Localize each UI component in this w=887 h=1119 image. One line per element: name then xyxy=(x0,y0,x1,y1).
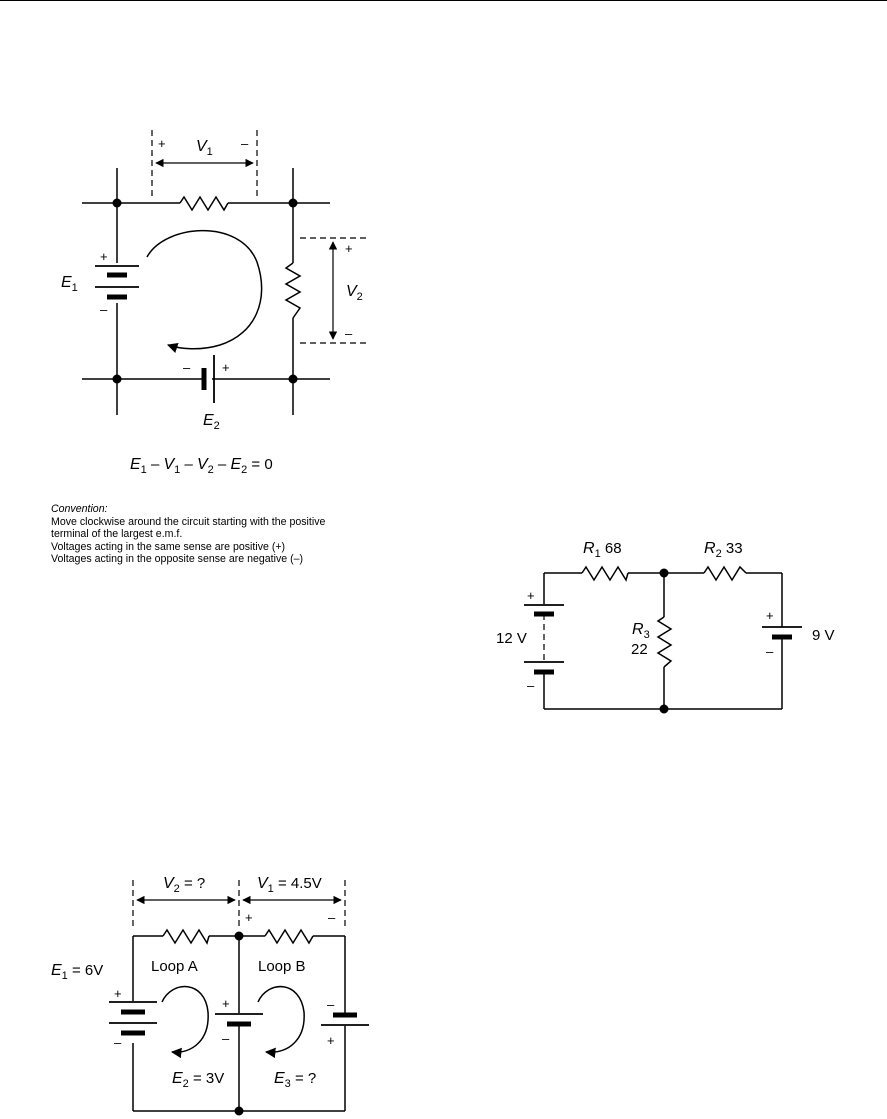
fig3-e2-label: E2 = 3V xyxy=(172,1070,224,1090)
fig2-battery-12v xyxy=(524,604,564,675)
fig3-v-dimensions xyxy=(132,880,346,930)
fig1-v1-label: V1 xyxy=(196,138,213,158)
fig2-junction-bottom xyxy=(659,704,669,714)
fig3-e3-plus: + xyxy=(327,1033,335,1048)
fig2-wires xyxy=(543,572,783,710)
fig3-loop-b-arrow xyxy=(257,986,305,1059)
fig2-battery-9v xyxy=(762,626,802,640)
fig3-resistor-left xyxy=(162,928,210,945)
fig1-junctions xyxy=(112,198,298,384)
fig3-two-loop-circuit: V2 = ? V1 = 4.5V + – E1 = 6V Loop A Loop… xyxy=(51,875,369,1116)
fig1-v2-minus: – xyxy=(345,326,353,341)
fig1-resistor-top xyxy=(179,195,229,212)
fig2-circuit: R1 68 R2 33 R3 22 + – 12 V + – 9 V xyxy=(496,540,835,714)
fig1-e1-label: E1 xyxy=(61,274,78,294)
fig3-e1-plus: + xyxy=(114,986,122,1001)
fig3-v2-label: V2 = ? xyxy=(163,875,205,895)
fig1-e1-plus: + xyxy=(100,249,108,264)
convention-note: Convention: Move clockwise around the ci… xyxy=(51,503,391,566)
fig2-12v-plus: + xyxy=(527,588,535,603)
fig1-v2-plus: + xyxy=(345,241,353,256)
fig3-e1-label: E1 = 6V xyxy=(51,962,103,982)
fig2-resistor-r2 xyxy=(703,565,747,582)
fig3-loop-b-label: Loop B xyxy=(258,958,306,975)
fig3-battery-e1 xyxy=(109,1001,157,1036)
convention-title: Convention: xyxy=(51,503,108,515)
fig1-v2-label: V2 xyxy=(346,283,363,303)
fig1-loop-arrow xyxy=(146,230,263,353)
fig1-resistor-right xyxy=(284,262,302,319)
fig3-loop-a-arrow xyxy=(161,986,209,1059)
fig1-v1-minus: – xyxy=(241,136,249,151)
fig3-e3-label: E3 = ? xyxy=(274,1070,316,1090)
fig3-e3-minus: – xyxy=(327,997,335,1012)
fig1-wires xyxy=(82,168,330,415)
fig3-battery-e3 xyxy=(321,1012,369,1026)
convention-line: Voltages acting in the opposite sense ar… xyxy=(51,553,304,566)
fig2-9v-label: 9 V xyxy=(812,627,835,644)
fig3-battery-e2 xyxy=(215,1013,263,1027)
fig2-resistor-r3 xyxy=(656,616,673,668)
convention-line: Voltages acting in the same sense are po… xyxy=(51,540,286,553)
fig2-junction-top xyxy=(659,568,669,578)
fig2-12v-minus: – xyxy=(527,678,535,693)
fig1-e2-label: E2 xyxy=(203,412,220,432)
fig3-junction-bottom xyxy=(234,1106,244,1116)
fig1-v2-dimension xyxy=(300,237,366,344)
fig3-v1-minus: – xyxy=(328,910,336,925)
fig1-battery-e2 xyxy=(201,355,215,403)
fig1-e2-plus: + xyxy=(222,360,230,375)
fig2-12v-label: 12 V xyxy=(496,630,527,647)
fig1-equation: E1 – V1 – V2 – E2 = 0 xyxy=(130,456,273,476)
fig2-r2-label: R2 33 xyxy=(704,540,743,560)
fig3-v1-label: V1 = 4.5V xyxy=(257,875,322,895)
fig3-resistor-right xyxy=(264,928,314,945)
convention-line: terminal of the largest e.m.f. xyxy=(51,528,183,541)
fig1-e1-minus: – xyxy=(100,302,108,317)
fig3-v1-plus: + xyxy=(245,910,253,925)
fig1-kvl-diagram: + – V1 + – V2 + – E1 – + E2 E1 – V1 – V2… xyxy=(61,130,366,476)
fig3-e2-plus: + xyxy=(222,996,230,1011)
fig3-junction-top xyxy=(234,931,244,941)
fig3-e2-minus: – xyxy=(222,1031,230,1046)
fig1-v1-dimension xyxy=(151,130,258,196)
fig3-loop-a-label: Loop A xyxy=(151,958,198,975)
fig2-resistor-r1 xyxy=(581,565,629,582)
fig2-9v-minus: – xyxy=(766,644,774,659)
fig2-r1-label: R1 68 xyxy=(583,540,622,560)
convention-line: Move clockwise around the circuit starti… xyxy=(51,515,326,528)
fig1-battery-e1 xyxy=(95,265,139,300)
fig2-r3-label: R3 xyxy=(632,621,650,641)
fig3-e1-minus: – xyxy=(114,1035,122,1050)
fig1-v1-plus: + xyxy=(158,136,166,151)
fig2-r3-value: 22 xyxy=(631,641,648,658)
top-rule xyxy=(0,0,887,1)
fig2-9v-plus: + xyxy=(766,608,774,623)
fig1-e2-minus: – xyxy=(183,360,191,375)
